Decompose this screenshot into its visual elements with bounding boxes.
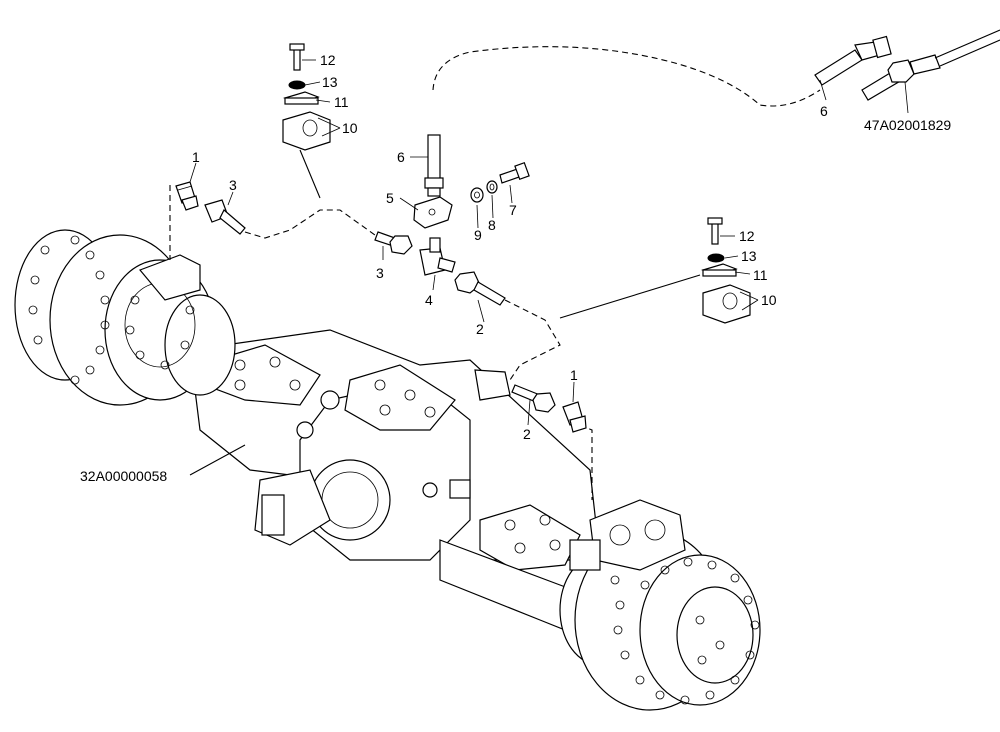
- label-6-top-right: 6: [820, 103, 828, 119]
- leader-lines: [189, 59, 909, 426]
- tee-fitting: [419, 237, 456, 276]
- label-13-right: 13: [741, 248, 757, 264]
- pipe-nut-center: [374, 231, 413, 255]
- bolt-7: [499, 161, 530, 184]
- label-12-upper: 12: [320, 52, 336, 68]
- label-11-upper: 11: [334, 94, 349, 110]
- label-13-upper: 13: [322, 74, 338, 90]
- washer-8: [486, 180, 498, 194]
- part-number-labels: 1 3 12 13 11 10 6 5 3 4 2 9 8 7 12 13 11…: [80, 52, 951, 484]
- label-5: 5: [386, 190, 394, 206]
- label-1-right: 1: [570, 367, 578, 383]
- axle-assembly: [189, 329, 601, 641]
- label-3-center: 3: [376, 265, 384, 281]
- label-9: 9: [474, 227, 482, 243]
- right-wheel-hub: [559, 499, 761, 711]
- ref-code-axle: 32A00000058: [80, 468, 167, 484]
- label-10-right: 10: [761, 292, 777, 308]
- fitting-adapter-right: [562, 401, 587, 433]
- label-12-right: 12: [739, 228, 755, 244]
- pipe-nut-right: [511, 384, 556, 413]
- washer-9: [470, 187, 484, 203]
- label-2-right: 2: [523, 426, 531, 442]
- hose-assembly-top-right: [814, 29, 1000, 101]
- label-10-upper: 10: [342, 120, 358, 136]
- fitting-adapter-left: [175, 181, 199, 211]
- mounting-bracket: [413, 196, 453, 229]
- label-3-left: 3: [229, 177, 237, 193]
- label-6-center: 6: [397, 149, 405, 165]
- label-1-left: 1: [192, 149, 200, 165]
- brake-hose-center: [424, 134, 444, 197]
- clamp-set-right: [701, 217, 751, 324]
- label-11-right: 11: [753, 267, 768, 283]
- label-8: 8: [488, 217, 496, 233]
- label-2-center: 2: [476, 321, 484, 337]
- label-4: 4: [425, 292, 433, 308]
- left-wheel-hub: [14, 229, 236, 406]
- pipe-nut-left: [204, 199, 246, 235]
- pipe-nut-center-2: [454, 271, 506, 306]
- ref-code-hose-assembly: 47A02001829: [864, 117, 951, 133]
- label-7: 7: [509, 202, 517, 218]
